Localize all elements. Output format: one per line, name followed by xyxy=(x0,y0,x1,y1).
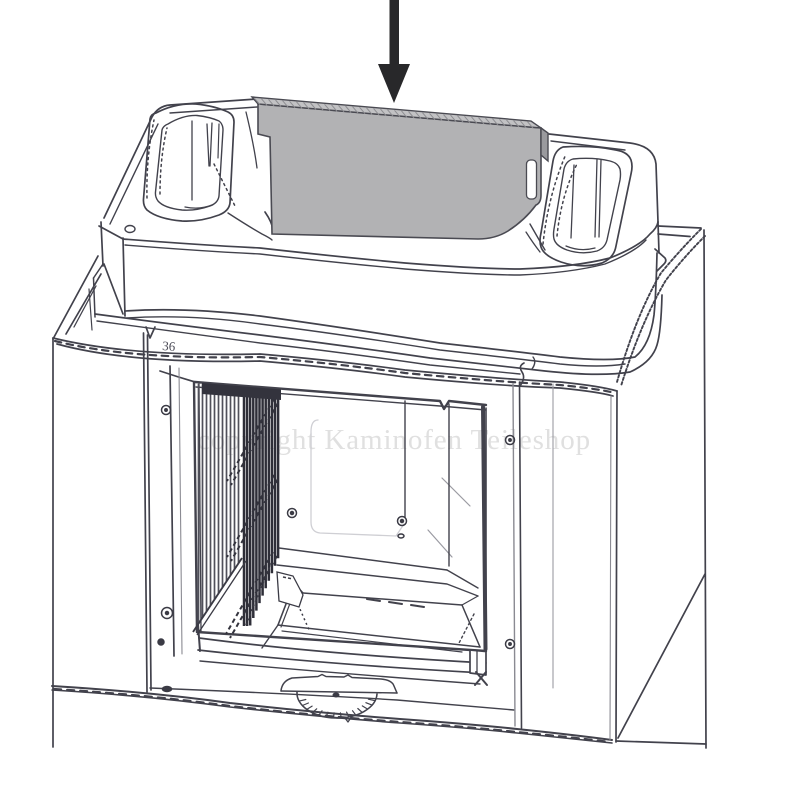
svg-text:36: 36 xyxy=(162,338,177,354)
